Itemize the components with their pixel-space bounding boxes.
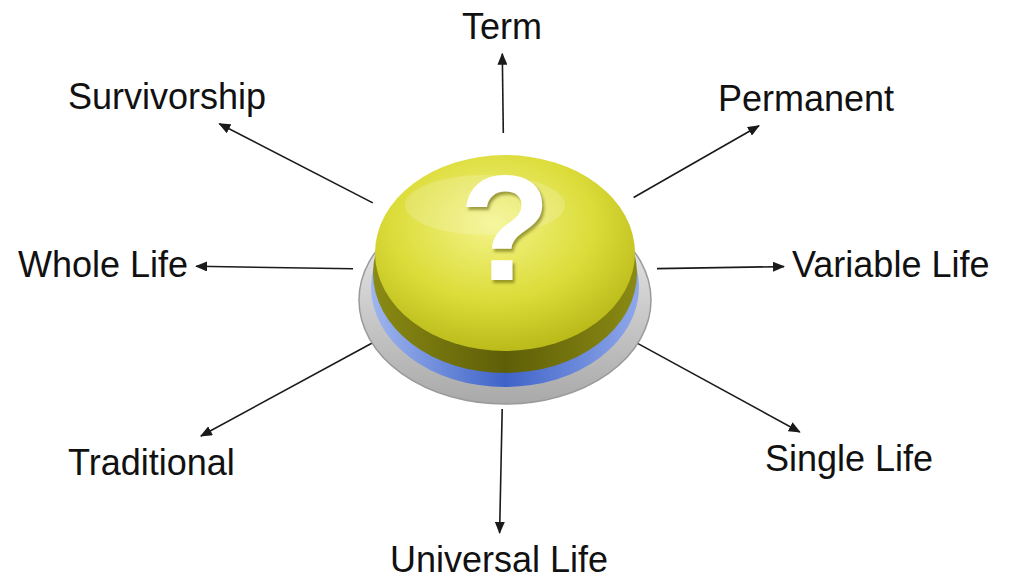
policy-type-text: Whole Life — [18, 246, 188, 284]
policy-type-label: Single Life — [765, 440, 933, 478]
policy-type-label: Traditional — [68, 444, 235, 482]
arrow-connector — [634, 126, 759, 198]
policy-type-text: Survivorship — [68, 78, 266, 116]
arrow-connector — [502, 54, 503, 133]
arrow-connector — [201, 342, 375, 436]
policy-type-text: Variable Life — [792, 246, 989, 284]
policy-type-text: Term — [462, 8, 542, 46]
policy-type-label: Term — [462, 8, 542, 46]
arrow-connector — [219, 124, 372, 203]
arrow-connector — [500, 409, 503, 533]
policy-type-label: Survivorship — [68, 78, 266, 116]
policy-type-text: Traditional — [68, 444, 235, 482]
question-mark: ? — [355, 153, 655, 303]
policy-type-text: Permanent — [718, 80, 894, 118]
arrow-connector — [196, 266, 353, 268]
arrow-connector — [657, 267, 784, 269]
policy-type-text: Single Life — [765, 440, 933, 478]
policy-type-label: Variable Life — [792, 246, 989, 284]
policy-type-label: Whole Life — [18, 246, 188, 284]
policy-type-label: Permanent — [718, 80, 894, 118]
arrow-connector — [635, 342, 800, 432]
policy-type-label: Universal Life — [390, 541, 608, 579]
policy-type-text: Universal Life — [390, 541, 608, 579]
question-button: ? — [355, 135, 655, 407]
